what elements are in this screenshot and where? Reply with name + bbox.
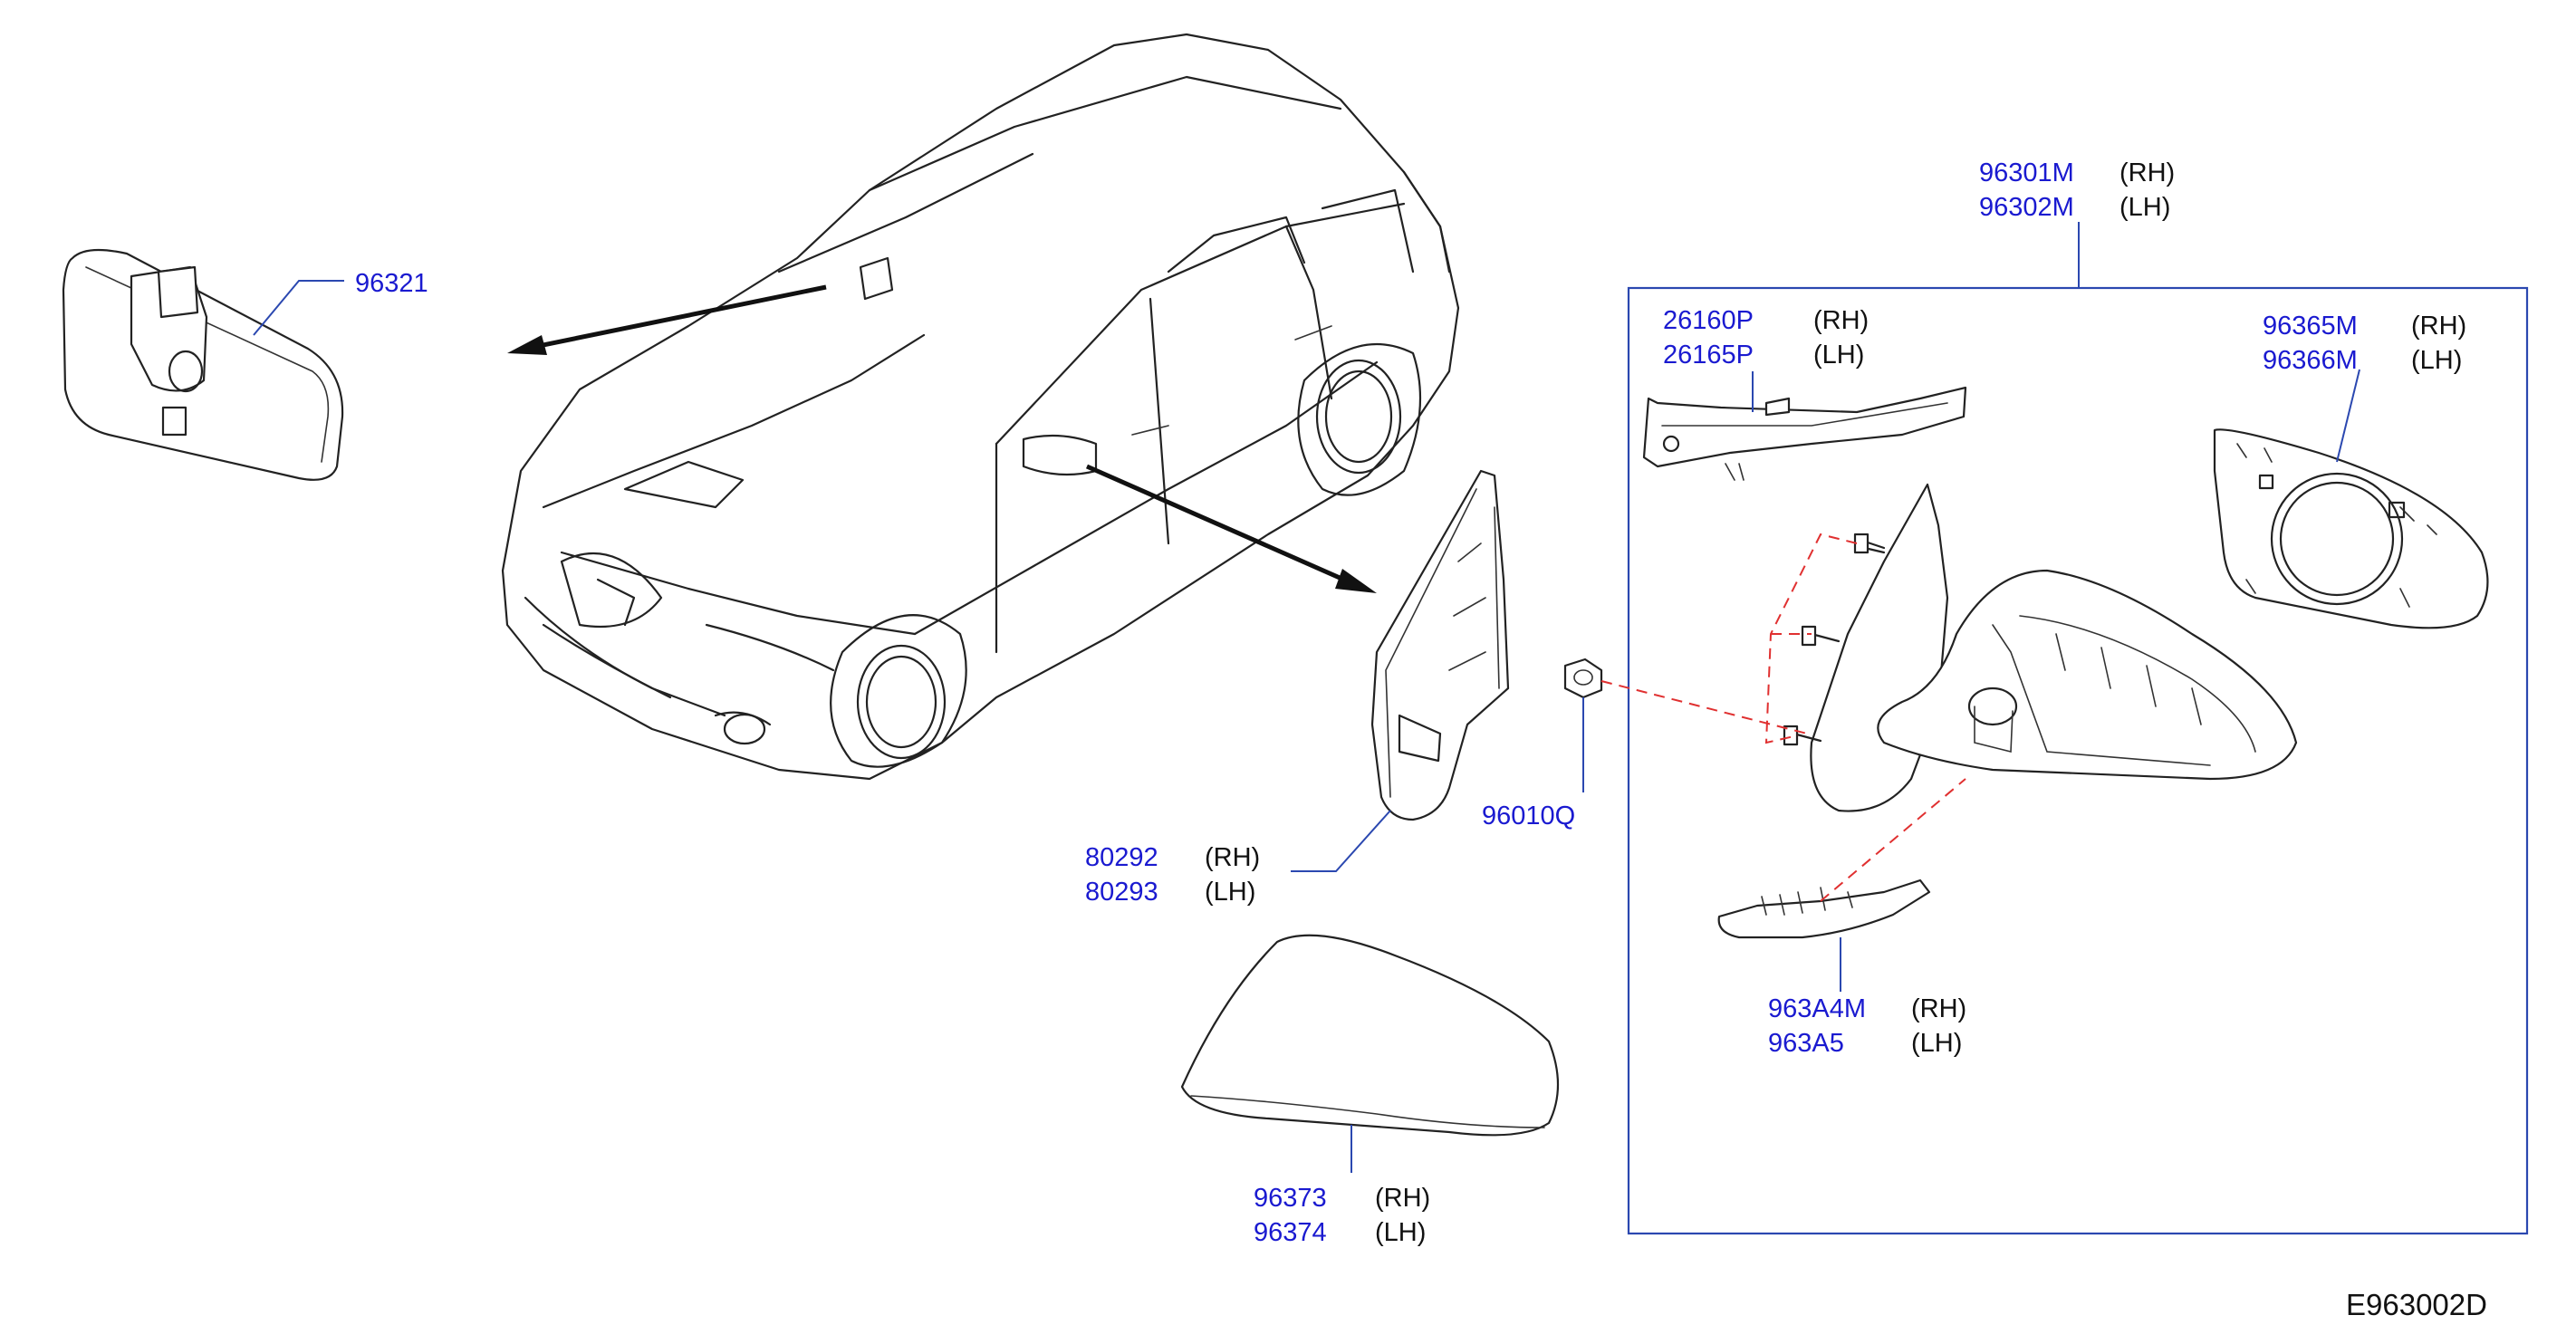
part-number-96321[interactable]: 96321 <box>355 269 428 298</box>
side-label: (RH) <box>2119 158 2176 187</box>
side-label: (LH) <box>1813 341 1865 370</box>
side-label: (RH) <box>1911 994 1967 1023</box>
side-label: (LH) <box>2411 346 2463 375</box>
nut-drawing <box>1563 658 1603 699</box>
mirror-housing-drawing <box>1810 483 2298 812</box>
exploded-view-lines <box>1600 533 1966 902</box>
base-cover-drawing <box>1370 469 1510 821</box>
part-number-96365M[interactable]: 96365M <box>2263 312 2358 341</box>
lower-cover-drawing <box>1717 878 1931 939</box>
studs-drawing <box>1783 533 1886 746</box>
part-number-963A5[interactable]: 963A5 <box>1768 1029 1844 1058</box>
side-label: (RH) <box>2411 312 2467 341</box>
callout-arrows <box>507 284 1377 593</box>
part-number-80293[interactable]: 80293 <box>1085 878 1158 907</box>
part-number-26165P[interactable]: 26165P <box>1663 341 1754 370</box>
part-number-96301M[interactable]: 96301M <box>1979 158 2074 187</box>
leader-lines <box>253 222 2360 1173</box>
part-number-80292[interactable]: 80292 <box>1085 843 1158 872</box>
part-number-96373[interactable]: 96373 <box>1254 1184 1327 1213</box>
part-number-96302M[interactable]: 96302M <box>1979 193 2074 222</box>
part-number-96374[interactable]: 96374 <box>1254 1218 1327 1247</box>
turn-lamp-drawing <box>1642 386 1967 481</box>
side-label: (RH) <box>1813 306 1870 335</box>
part-number-963A4M[interactable]: 963A4M <box>1768 994 1867 1023</box>
side-label: (RH) <box>1205 843 1261 872</box>
side-label: (RH) <box>1375 1184 1431 1213</box>
diagram-code: E963002D <box>2346 1288 2487 1321</box>
side-label: (LH) <box>1911 1029 1963 1058</box>
part-number-96010Q[interactable]: 96010Q <box>1482 802 1576 830</box>
side-label: (LH) <box>1375 1218 1427 1247</box>
side-label: (LH) <box>1205 878 1256 907</box>
part-number-26160P[interactable]: 26160P <box>1663 306 1754 335</box>
mirror-glass-drawing <box>2213 428 2489 629</box>
vehicle-illustration <box>501 33 1460 781</box>
part-number-96366M[interactable]: 96366M <box>2263 346 2358 375</box>
inside-mirror-drawing <box>62 248 344 481</box>
mirror-cap-drawing <box>1180 934 1560 1137</box>
side-label: (LH) <box>2119 193 2171 222</box>
